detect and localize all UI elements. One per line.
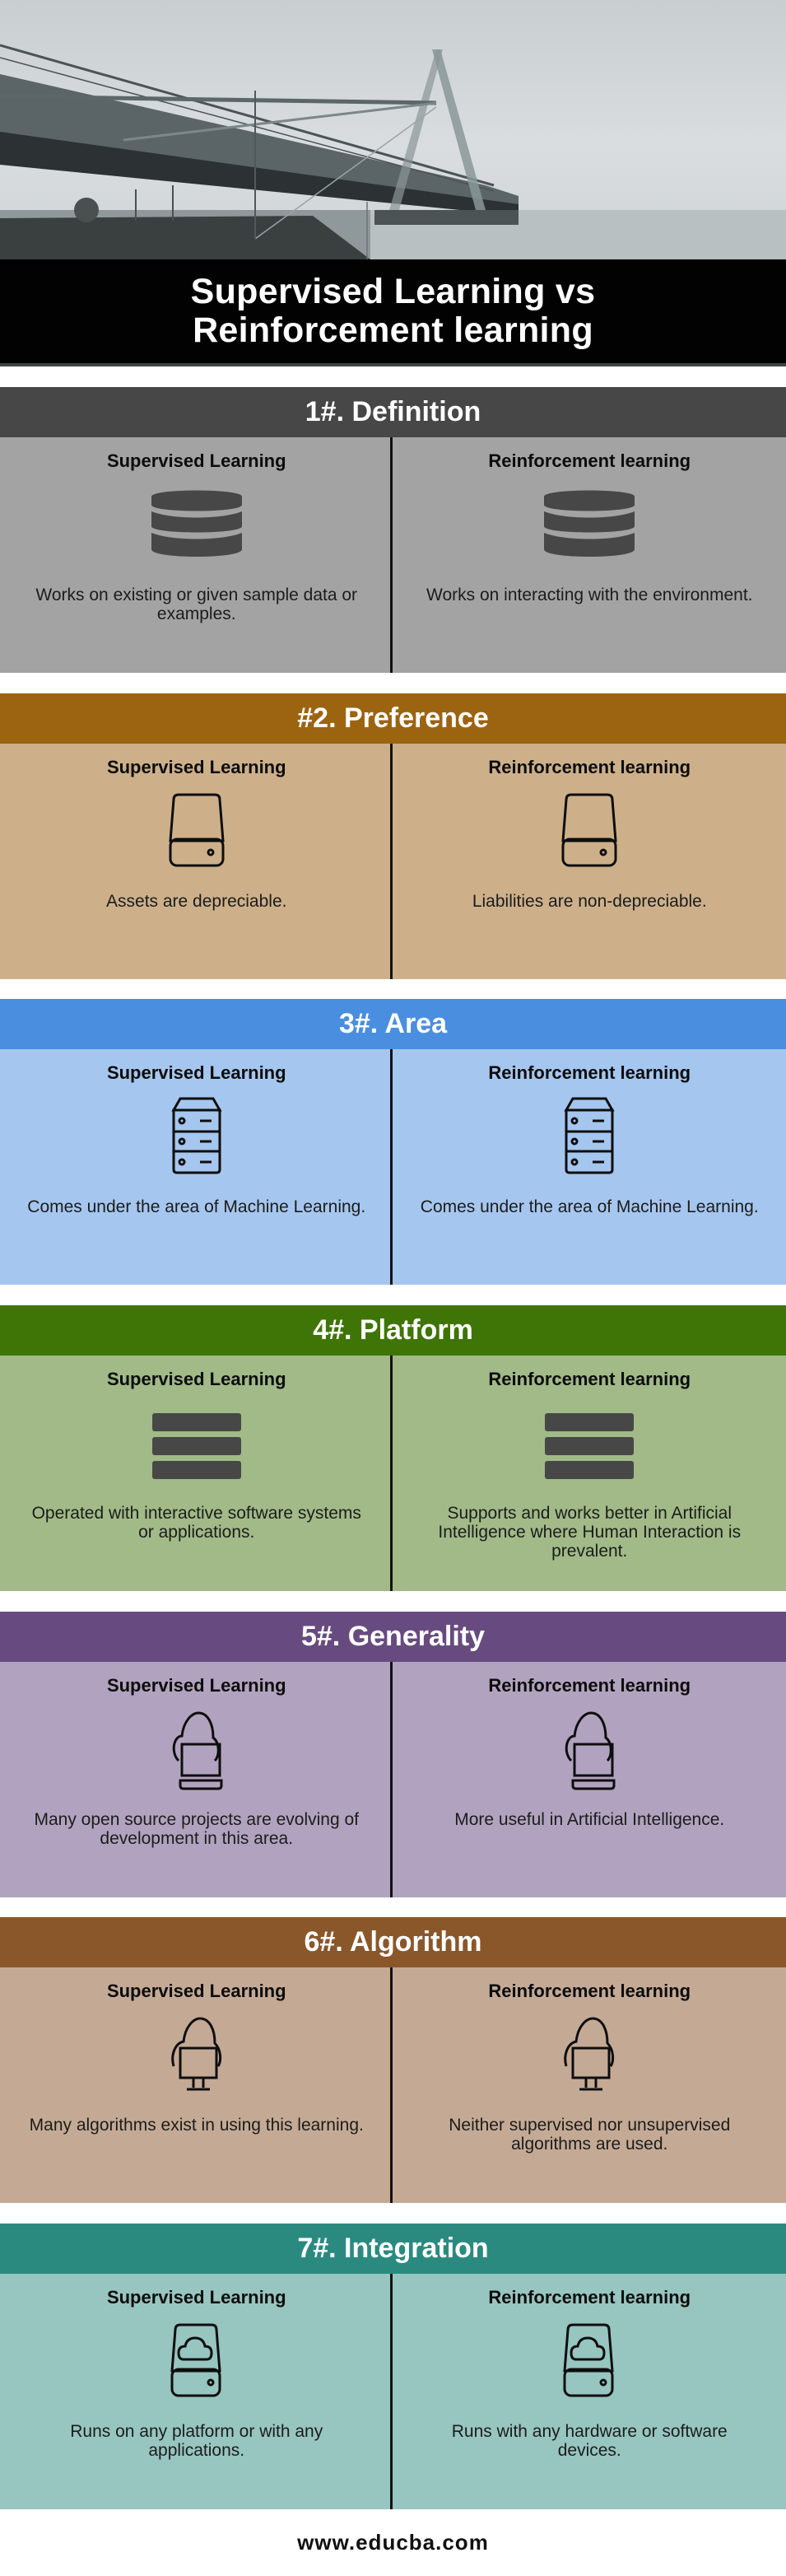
column-divider: [390, 744, 393, 979]
database-icon: [147, 485, 246, 567]
column-divider: [390, 1662, 393, 1897]
column-heading: Reinforcement learning: [488, 1062, 691, 1083]
section-body: Supervised Learning Many open source pro…: [0, 1662, 786, 1897]
hard-drive-icon: [540, 791, 639, 874]
stacked-bars-icon: [540, 1403, 639, 1486]
supervised-column: Supervised Learning Runs on any platform…: [0, 2274, 393, 2509]
section-body: Supervised Learning Assets are depreciab…: [0, 744, 786, 979]
supervised-column: Supervised Learning Comes under the area…: [0, 1049, 393, 1285]
server-rack-icon: [540, 1097, 639, 1179]
description-text: Works on existing or given sample data o…: [35, 586, 358, 623]
column-heading: Supervised Learning: [106, 1675, 286, 1696]
reinforcement-column: Reinforcement learning Liabilities are n…: [393, 744, 786, 979]
column-heading: Supervised Learning: [106, 1062, 286, 1083]
section-title: 1#. Definition: [0, 387, 786, 437]
reinforcement-column: Reinforcement learning Works on interact…: [393, 437, 786, 673]
section-body: Supervised Learning Comes under the area…: [0, 1049, 786, 1285]
column-heading: Reinforcement learning: [488, 2287, 691, 2308]
cloud-monitor-icon: [540, 2015, 639, 2098]
section-title: 5#. Generality: [0, 1612, 786, 1662]
section-body: Supervised Learning Runs on any platform…: [0, 2274, 786, 2509]
column-divider: [390, 1049, 393, 1285]
column-divider: [390, 437, 393, 673]
supervised-column: Supervised Learning Operated with intera…: [0, 1356, 393, 1591]
column-divider: [390, 1356, 393, 1591]
supervised-column: Supervised Learning Many open source pro…: [0, 1662, 393, 1897]
description-text: Works on interacting with the environmen…: [426, 586, 753, 604]
section-body: Supervised Learning Operated with intera…: [0, 1356, 786, 1591]
description-text: Many algorithms exist in using this lear…: [29, 2116, 364, 2135]
title-line-2: Reinforcement learning: [193, 310, 593, 350]
description-text: Many open source projects are evolving o…: [34, 1810, 360, 1848]
title-line-1: Supervised Learning vs: [190, 272, 596, 311]
stacked-bars-icon: [147, 1403, 246, 1486]
description-text: Operated with interactive software syste…: [31, 1504, 361, 1542]
description-text: Liabilities are non-depreciable.: [472, 892, 707, 911]
description-text: Comes under the area of Machine Learning…: [420, 1197, 759, 1216]
section-title: #2. Preference: [0, 693, 786, 744]
section-title: 3#. Area: [0, 999, 786, 1049]
section-body: Supervised Learning Works on existing or…: [0, 437, 786, 673]
page-title: Supervised Learning vs Reinforcement lea…: [0, 259, 786, 363]
description-text: Runs on any platform or with any applica…: [70, 2422, 323, 2460]
cloud-laptop-icon: [147, 1710, 246, 1792]
column-heading: Reinforcement learning: [488, 1675, 691, 1696]
hard-drive-icon: [147, 791, 246, 874]
column-divider: [390, 1967, 393, 2203]
description-text: Supports and works better in Artificial …: [438, 1504, 742, 1561]
cloud-laptop-icon: [540, 1710, 639, 1792]
website-link[interactable]: www.educba.com: [297, 2530, 489, 2555]
supervised-column: Supervised Learning Assets are depreciab…: [0, 744, 393, 979]
reinforcement-column: Reinforcement learning Neither supervise…: [393, 1967, 786, 2203]
column-heading: Supervised Learning: [106, 2287, 286, 2308]
section-title: 4#. Platform: [0, 1305, 786, 1356]
reinforcement-column: Reinforcement learning Comes under the a…: [393, 1049, 786, 1285]
description-text: More useful in Artificial Intelligence.: [454, 1810, 725, 1829]
column-heading: Supervised Learning: [106, 1981, 286, 2001]
hero-bottom-strip: [0, 363, 786, 366]
description-text: Comes under the area of Machine Learning…: [27, 1197, 366, 1216]
section-title: 7#. Integration: [0, 2224, 786, 2274]
column-heading: Supervised Learning: [106, 757, 286, 777]
column-heading: Supervised Learning: [106, 1369, 286, 1389]
cloud-drive-icon: [147, 2322, 246, 2404]
reinforcement-column: Reinforcement learning Runs with any har…: [393, 2274, 786, 2509]
description-text: Assets are depreciable.: [106, 892, 287, 911]
description-text: Runs with any hardware or software devic…: [451, 2422, 728, 2460]
column-heading: Reinforcement learning: [488, 1981, 691, 2001]
column-heading: Supervised Learning: [106, 450, 286, 471]
section-body: Supervised Learning Many algorithms exis…: [0, 1967, 786, 2203]
section-title: 6#. Algorithm: [0, 1917, 786, 1967]
column-heading: Reinforcement learning: [488, 757, 691, 777]
supervised-column: Supervised Learning Many algorithms exis…: [0, 1967, 393, 2203]
column-heading: Reinforcement learning: [488, 450, 691, 471]
database-icon: [540, 485, 639, 567]
cloud-monitor-icon: [147, 2015, 246, 2098]
description-text: Neither supervised nor unsupervised algo…: [449, 2116, 731, 2154]
column-divider: [390, 2274, 393, 2509]
server-rack-icon: [147, 1097, 246, 1179]
cloud-drive-icon: [540, 2322, 639, 2404]
supervised-column: Supervised Learning Works on existing or…: [0, 437, 393, 673]
reinforcement-column: Reinforcement learning More useful in Ar…: [393, 1662, 786, 1897]
column-heading: Reinforcement learning: [488, 1369, 691, 1389]
reinforcement-column: Reinforcement learning Supports and work…: [393, 1356, 786, 1591]
footer: www.educba.com: [0, 2509, 786, 2576]
